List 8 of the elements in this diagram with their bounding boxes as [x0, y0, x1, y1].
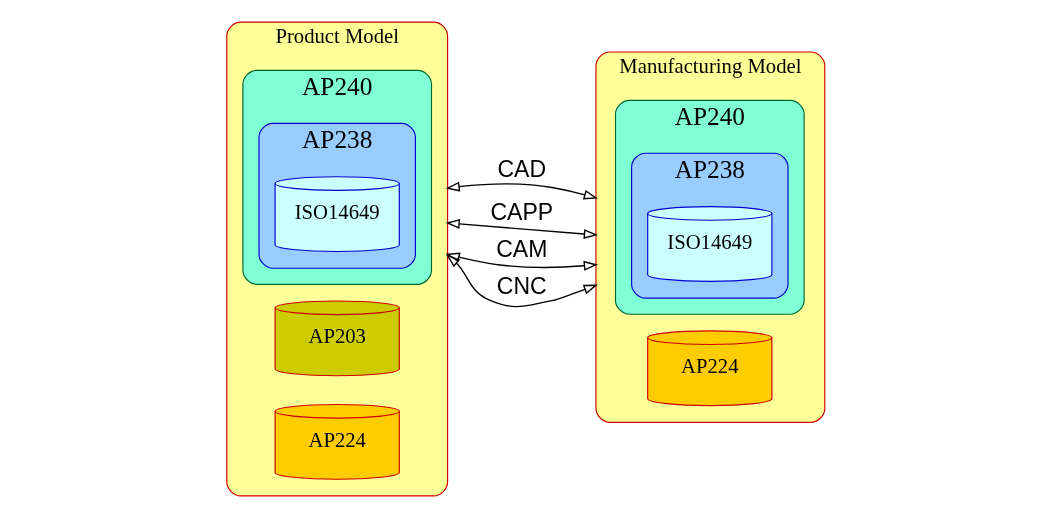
edge-label: CAD [496, 156, 546, 183]
arrow [445, 218, 598, 239]
edge-label: CAPP [489, 198, 553, 225]
arrow [445, 181, 598, 200]
arrow [445, 254, 598, 308]
arrow [445, 252, 598, 271]
edge-label: CNC [496, 272, 547, 299]
edge-label: CAM [495, 235, 547, 262]
